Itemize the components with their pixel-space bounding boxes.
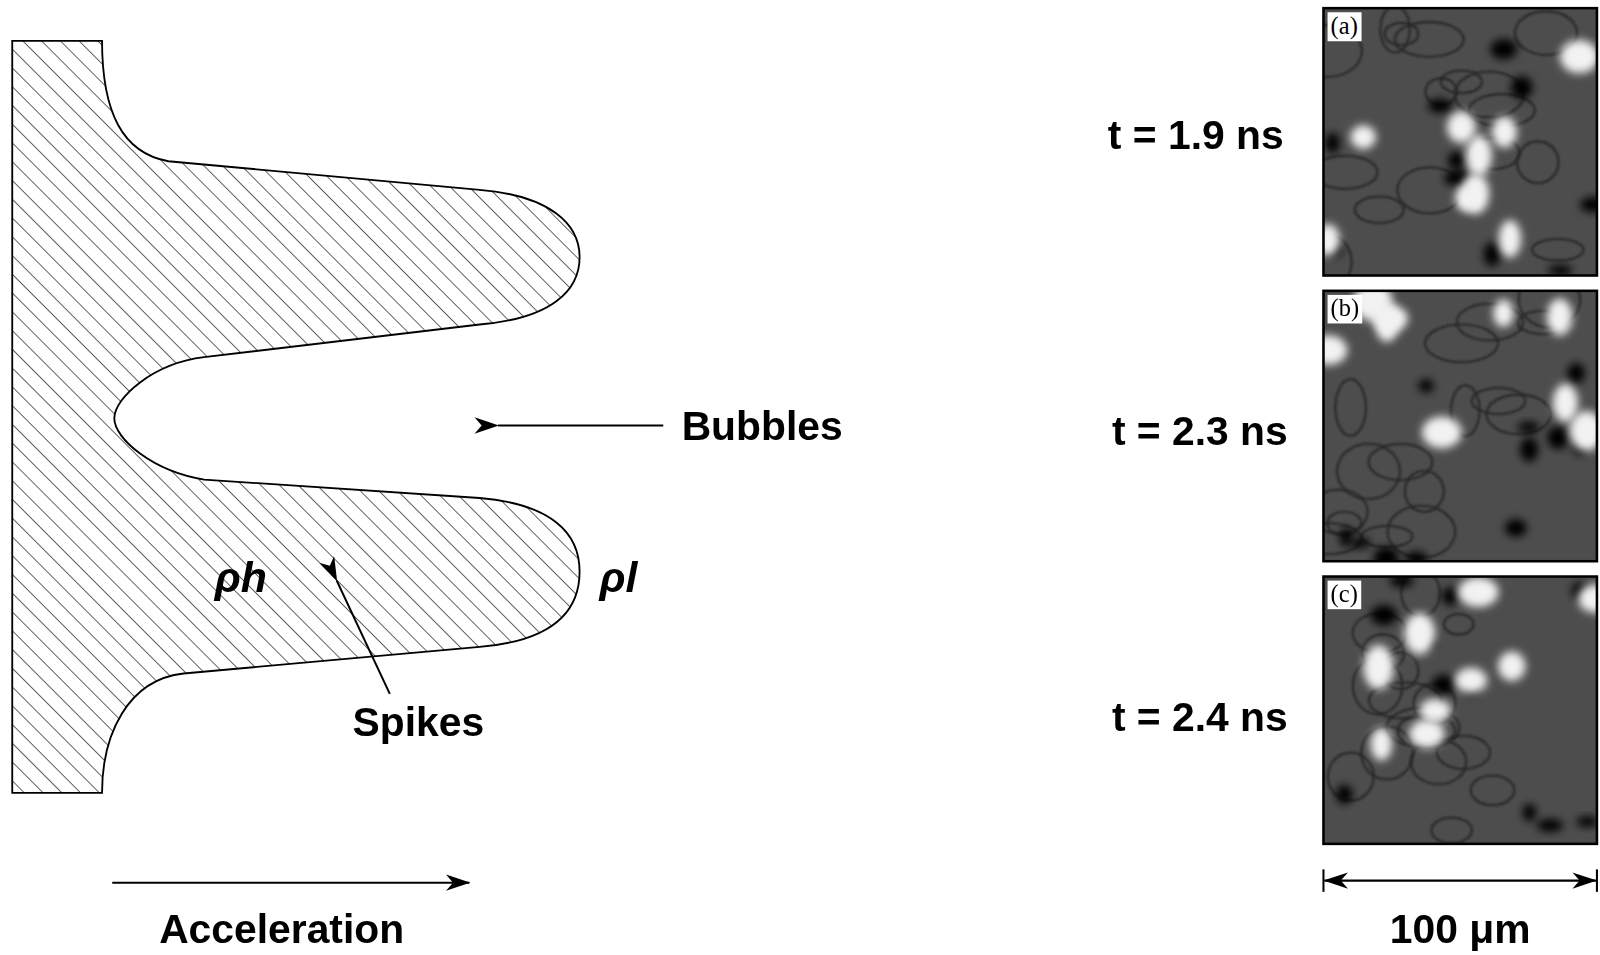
time-label: t = 2.3 ns xyxy=(1112,408,1288,453)
panel-letter: (a) xyxy=(1328,12,1361,40)
xray-image xyxy=(1323,291,1596,561)
xray-image xyxy=(1323,577,1596,844)
image-frame xyxy=(1323,577,1596,844)
fluid-interface xyxy=(12,41,579,793)
image-frame xyxy=(1323,8,1596,275)
time-label: t = 2.4 ns xyxy=(1112,694,1288,739)
scale-bar xyxy=(1323,869,1596,891)
dimension-label: 100 μm xyxy=(1390,906,1531,951)
spikes-leader xyxy=(337,581,390,694)
panel-letter: (b) xyxy=(1328,295,1363,323)
xray-image xyxy=(1323,8,1596,275)
density-symbol: ρl xyxy=(599,554,637,601)
bubbles-arrow xyxy=(498,424,663,426)
acceleration-arrow xyxy=(112,882,469,884)
region-label: Spikes xyxy=(353,699,485,744)
axis-label: Acceleration xyxy=(159,906,404,951)
region-label: Bubbles xyxy=(682,403,843,448)
time-label: t = 1.9 ns xyxy=(1108,112,1284,157)
image-frame xyxy=(1323,291,1596,561)
panel-letter: (c) xyxy=(1328,581,1361,609)
density-symbol: ρh xyxy=(215,554,267,601)
